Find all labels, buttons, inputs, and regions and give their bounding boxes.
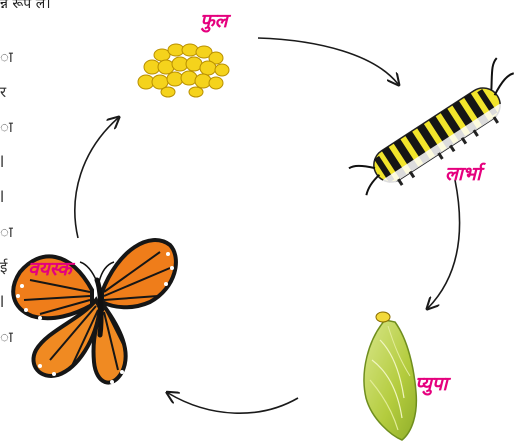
arrow-egg-to-larva: [258, 38, 398, 84]
arrow-adult-to-egg: [75, 118, 118, 238]
label-larva: लार्भा: [445, 160, 481, 186]
egg-cluster-illustration: [138, 44, 229, 97]
arrow-larva-to-pupa: [428, 180, 460, 308]
label-egg: फुल: [200, 7, 228, 33]
label-adult: वयस्क: [28, 255, 72, 281]
label-pupa: प्युपा: [415, 370, 447, 396]
arrow-pupa-to-adult: [168, 393, 298, 413]
pupa-chrysalis-illustration: [364, 312, 416, 440]
larva-caterpillar-illustration: [342, 55, 517, 205]
